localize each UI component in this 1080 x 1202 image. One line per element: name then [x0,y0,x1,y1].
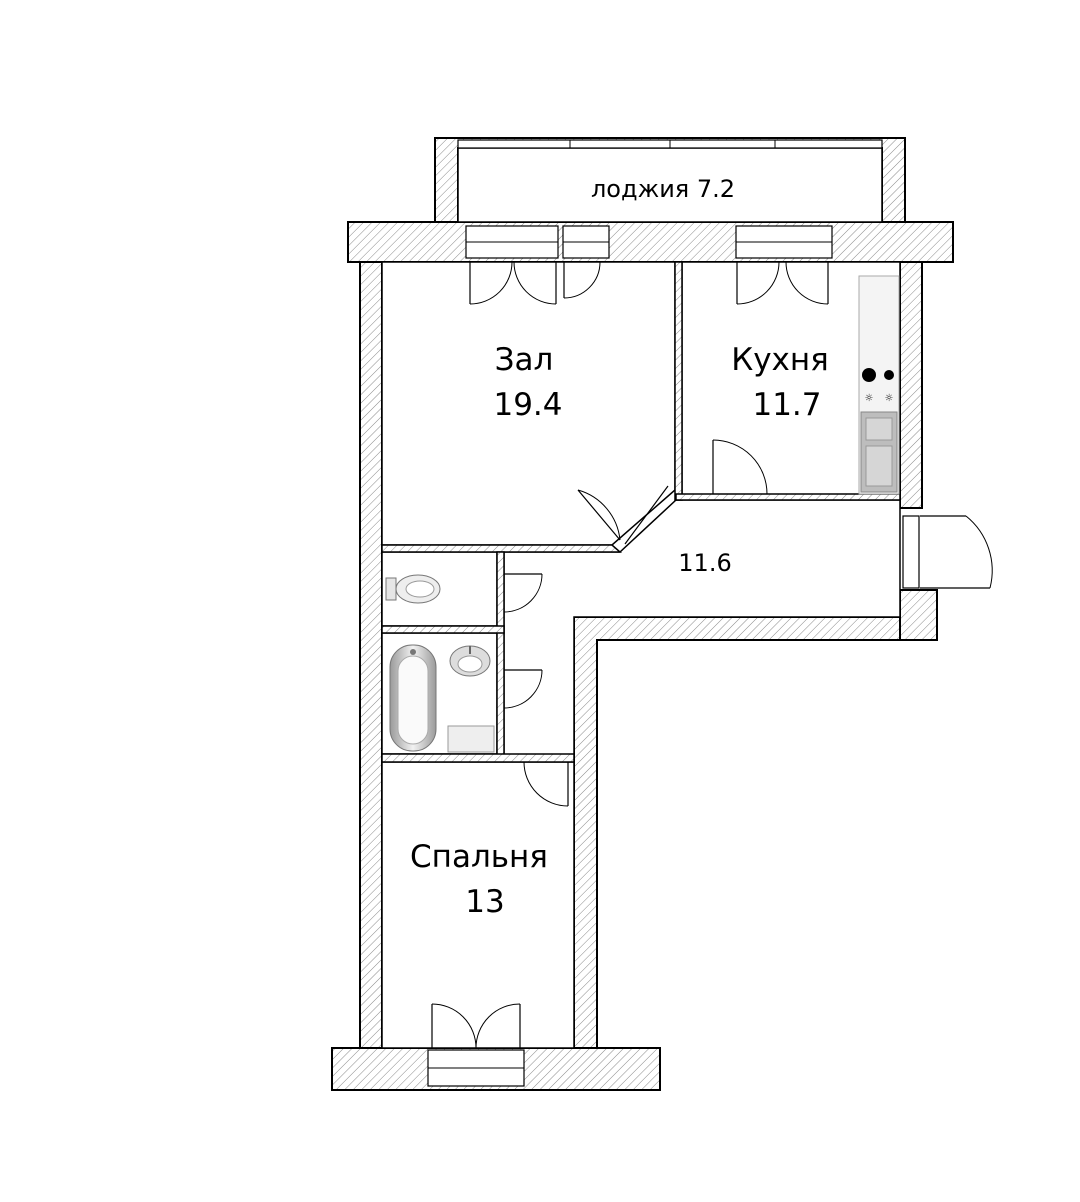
sink-icon [449,645,491,677]
fixtures: ☼ ☼ [385,275,900,753]
svg-text:☼: ☼ [885,393,894,404]
entrance-door-frame [902,515,920,589]
door-icon [712,439,768,495]
corridor-area: 11.6 [678,549,731,577]
hall-name: Зал [495,342,554,378]
window-icon [457,139,883,149]
hall-room [381,261,676,546]
window-icon [465,225,559,259]
window-icon [562,225,610,259]
hall-area: 19.4 [493,387,562,423]
door-icon [503,573,543,613]
doors [431,261,993,1049]
stove-icon: ☼ ☼ [862,368,894,404]
door-icon [469,261,557,305]
bathtub-icon [389,644,437,752]
loggia-room [457,147,883,223]
kitchen-area: 11.7 [752,387,821,423]
bedroom-room [381,761,575,1049]
window-icon [427,1049,525,1087]
door-icon [563,261,601,299]
loggia-label: лоджия 7.2 [591,175,735,203]
door-icon [503,669,543,709]
kitchen-name: Кухня [731,342,829,378]
bedroom-area: 13 [465,884,504,920]
washing-machine-icon [447,725,495,753]
room-labels: лоджия 7.2 Зал 19.4 Кухня 11.7 11.6 Спал… [410,175,829,920]
windows [427,139,920,1087]
rooms [381,147,901,1049]
bedroom-name: Спальня [410,839,548,875]
svg-text:☼: ☼ [865,393,874,404]
door-icon [577,485,669,545]
door-icon [920,515,993,589]
exterior-walls [331,137,954,1091]
door-icon [431,1003,521,1049]
toilet-icon [385,574,441,604]
window-icon [735,225,833,259]
kitchen-sink-icon [860,411,898,493]
door-icon [523,761,569,807]
door-icon [736,261,829,305]
interior-walls [381,261,901,763]
